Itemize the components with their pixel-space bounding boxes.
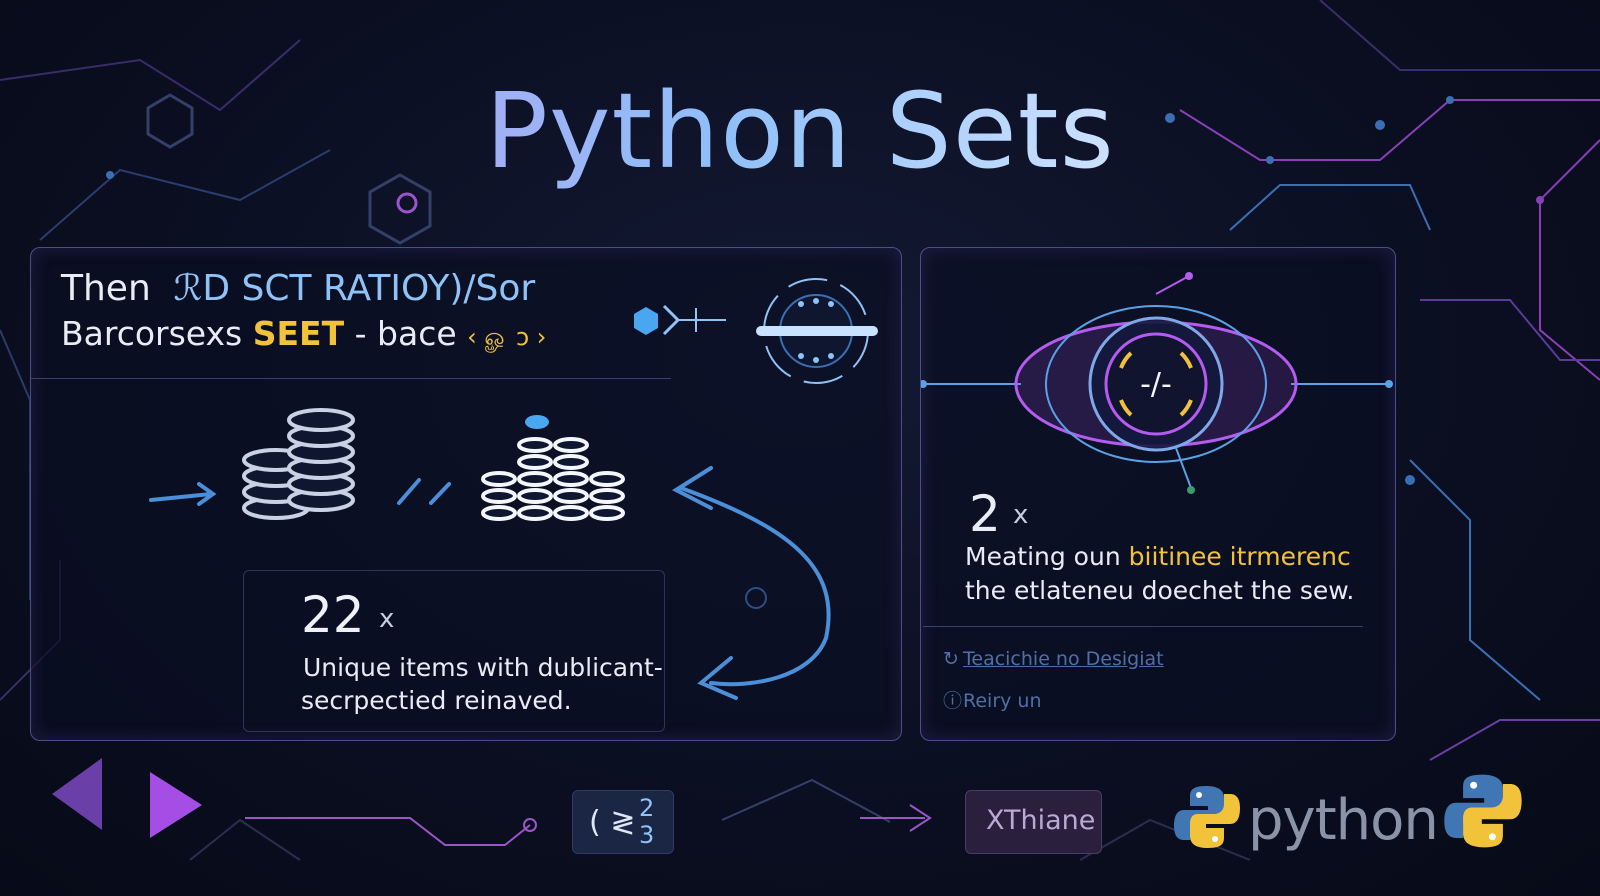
panel-subheading: Barcorsexs SEET - bace ‹ ௐ ͻ › [61, 314, 547, 353]
code-chip: ( ≷ 2 3 [572, 790, 674, 854]
stat-value: 2 [969, 485, 1001, 543]
stat-description-line1: Unique items with dublicant- [303, 653, 663, 682]
set-operation-panel: -/- 2 x Meating oun biitinee itrmerenc t… [920, 247, 1396, 741]
play-arrow-icon [150, 772, 202, 838]
left-arrow-icon [52, 758, 102, 830]
panel-heading: Then ℛD SCT RATIOY)/Sor [61, 268, 536, 309]
description-line1: Meating oun biitinee itrmerenc [965, 542, 1351, 571]
stat-card [243, 570, 665, 732]
set-info-panel: Then ℛD SCT RATIOY)/Sor Barcorsexs SEET … [30, 247, 902, 741]
retry-link[interactable]: ⓘReiry un [943, 686, 1042, 713]
description-line2: the etlateneu doechet the sew. [965, 576, 1355, 605]
python-wordmark: python [1248, 788, 1439, 853]
set-ring-diagram: -/- [921, 272, 1393, 494]
unique-stacks-icon [481, 415, 625, 521]
stat-description-line2: secrpectied reinaved. [301, 686, 572, 715]
refresh-icon: ↻ [943, 648, 959, 670]
panel-divider [923, 626, 1363, 627]
flow-arrows [149, 466, 831, 700]
header-divider [31, 378, 671, 379]
coin-stack-icon [242, 408, 355, 520]
teaching-link[interactable]: ↻Teacichie no Desigiat [943, 648, 1164, 670]
page-title: Python Sets [0, 70, 1600, 192]
python-logo-icon [1174, 786, 1240, 848]
set-transform-icon [634, 278, 878, 384]
info-icon: ⓘ [943, 690, 963, 712]
stat-suffix: x [379, 604, 395, 634]
center-symbol: -/- [1140, 367, 1172, 402]
stat-suffix: x [1013, 500, 1029, 530]
python-logo-large-icon [1444, 774, 1522, 848]
stat-value: 22 [301, 586, 365, 644]
th-chip: XThiane [965, 790, 1102, 854]
fraction-label: 2 3 [639, 794, 655, 849]
